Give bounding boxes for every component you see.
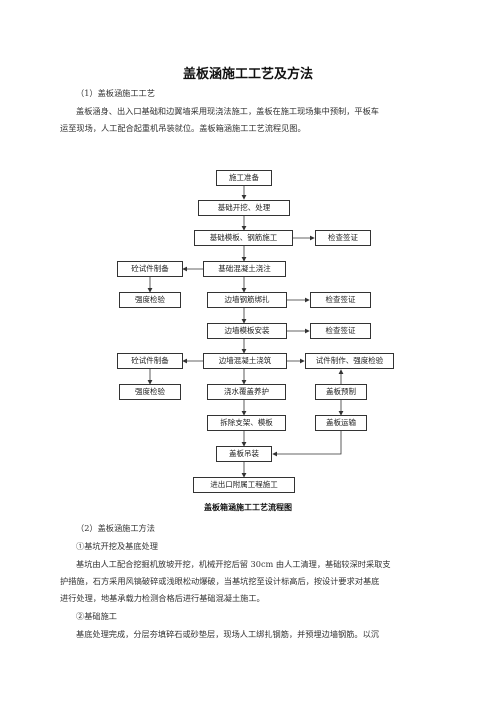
flow-node-slab-transport: 盖板运输 (315, 415, 367, 431)
flow-node-check2: 检查签证 (310, 292, 371, 308)
step1-body-line3: 进行处理，地基承载力检测合格后进行基础混凝土施工。 (60, 593, 265, 603)
flow-node-excavate: 基础开挖、处理 (198, 200, 290, 216)
flow-node-wall-concrete: 边墙混凝土浇筑 (203, 353, 287, 369)
flow-node-strength2: 强度检验 (119, 384, 181, 400)
flow-node-concrete1: 基础混凝土浇注 (203, 261, 286, 277)
step1-heading: ①基坑开挖及基底处理 (76, 541, 158, 551)
document-title: 盖板涵施工工艺及方法 (182, 67, 313, 82)
flow-node-formwork-rebar: 基础模板、钢筋施工 (194, 230, 293, 246)
section1-heading: （1）盖板涵施工工艺 (76, 88, 155, 98)
section1-body-line1: 盖板涵身、出入口基础和边翼墙采用现浇法施工，盖板在施工现场集中预制，平板车 (76, 106, 379, 116)
flow-node-curing: 浇水覆盖养护 (207, 384, 286, 400)
flow-node-slab-precast: 盖板预制 (315, 384, 367, 400)
flow-node-wall-form: 边墙模板安装 (207, 323, 287, 339)
flow-node-wall-rebar: 边墙钢筋绑扎 (207, 292, 287, 308)
step2-body-line1: 基底处理完成，分层夯填碎石或砂垫层，现场人工绑扎钢筋，并预埋边墙钢筋。以沉 (76, 629, 379, 639)
step2-heading: ②基础施工 (76, 611, 117, 621)
flow-node-remove: 拆除支架、模板 (207, 415, 286, 431)
flow-node-check1: 检查签证 (315, 230, 371, 246)
flow-node-specimen1: 砼试件制备 (117, 261, 183, 277)
step1-body-line2: 护措施，石方采用风镐破碎或浅眼松动爆破，当基坑挖至设计标高后，按设计要求对基底 (60, 576, 380, 586)
flow-node-check3: 检查签证 (310, 323, 371, 339)
flow-node-ancillary: 进出口附属工程施工 (193, 477, 295, 493)
flow-node-prep: 施工准备 (216, 170, 272, 186)
flow-node-slab-hoist: 盖板吊装 (216, 446, 272, 462)
step1-body-line1: 基坑由人工配合挖掘机放坡开挖，机械开挖后留 30cm 由人工清理，基础较深时采取… (76, 559, 391, 569)
section1-body-line2: 运至现场，人工配合起重机吊装就位。盖板箱涵施工工艺流程见图。 (60, 123, 306, 133)
flow-node-strength1: 强度检验 (119, 292, 181, 308)
flow-node-test: 试件制作、强度检验 (305, 353, 394, 369)
flow-node-specimen2: 砼试件制备 (117, 353, 183, 369)
section2-heading: （2）盖板涵施工方法 (76, 523, 155, 533)
flowchart-caption: 盖板箱涵施工工艺流程图 (204, 502, 292, 512)
